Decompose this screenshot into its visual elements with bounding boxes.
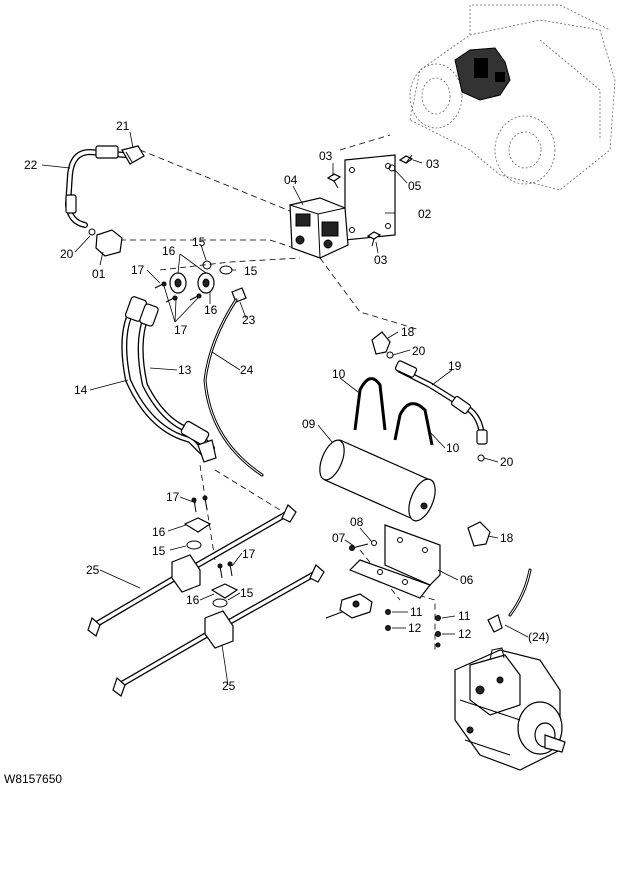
bolts-03 [326,154,414,247]
hose-22 [65,145,128,228]
callout-04: 04 [284,173,298,187]
callout-10: 10 [446,441,460,455]
elbow-fittings-18 [371,331,491,547]
machine-location-inset [409,4,616,191]
bracket-06 [348,524,441,599]
callout-12: 12 [408,621,422,635]
callout-05: 05 [408,179,422,193]
callout-21: 21 [116,119,130,133]
callout-19: 19 [448,359,462,373]
callout-16: 16 [162,244,176,258]
leader-lines [41,131,529,686]
callout-16: 16 [186,593,200,607]
u-bolts-10 [353,377,434,446]
callout-02: 02 [418,207,432,221]
flange-set-lower [183,495,239,608]
hose-19 [394,360,488,445]
pipe-25-lower [112,564,325,697]
callout-22: 22 [24,158,38,172]
mounting-plate-02 [344,154,396,241]
callout-24: 24 [240,363,254,377]
callout-18: 18 [401,325,415,339]
callout-15: 15 [192,235,206,249]
callout-17: 17 [166,490,180,504]
pump-assembly [454,568,566,771]
callout-15: 15 [152,544,166,558]
callout-11: 11 [410,605,423,619]
pipe-25-upper [87,504,297,637]
callout-17: 17 [242,547,256,561]
callout-15: 15 [244,264,258,278]
callout-06: 06 [460,573,474,587]
adapter-01 [88,228,123,257]
callout-03: 03 [319,149,333,163]
callout-17: 17 [174,323,188,337]
callout-16: 16 [152,525,166,539]
callout-20: 20 [60,247,74,261]
document-id: W8157650 [4,772,63,786]
accumulator-09 [319,439,436,522]
callout-12: 12 [458,627,472,641]
callout-17: 17 [131,263,145,277]
callout-09: 09 [302,417,316,431]
valve-block-04 [289,197,349,259]
callout-24-ref: (24) [528,630,549,644]
callout-14: 14 [74,383,88,397]
hoses-13-14 [121,296,217,463]
callout-10: 10 [332,367,346,381]
callout-25: 25 [222,679,236,693]
callout-20: 20 [412,344,426,358]
callout-25: 25 [86,563,100,577]
callout-13: 13 [178,363,192,377]
callout-11: 11 [458,609,471,623]
callout-23: 23 [242,313,256,327]
clamp-hardware [325,593,441,648]
callout-03: 03 [426,157,440,171]
callout-07: 07 [332,531,346,545]
callout-20: 20 [500,455,514,469]
hose-24 [203,287,264,477]
callout-01: 01 [92,267,106,281]
callout-08: 08 [350,515,364,529]
callout-16: 16 [204,303,218,317]
callout-15: 15 [240,586,254,600]
callout-labels: 21 22 20 01 03 03 05 04 02 03 16 15 15 1… [24,119,549,693]
callout-18: 18 [500,531,514,545]
flange-set-upper [154,260,233,303]
callout-03: 03 [374,253,388,267]
fitting-21 [121,145,145,165]
